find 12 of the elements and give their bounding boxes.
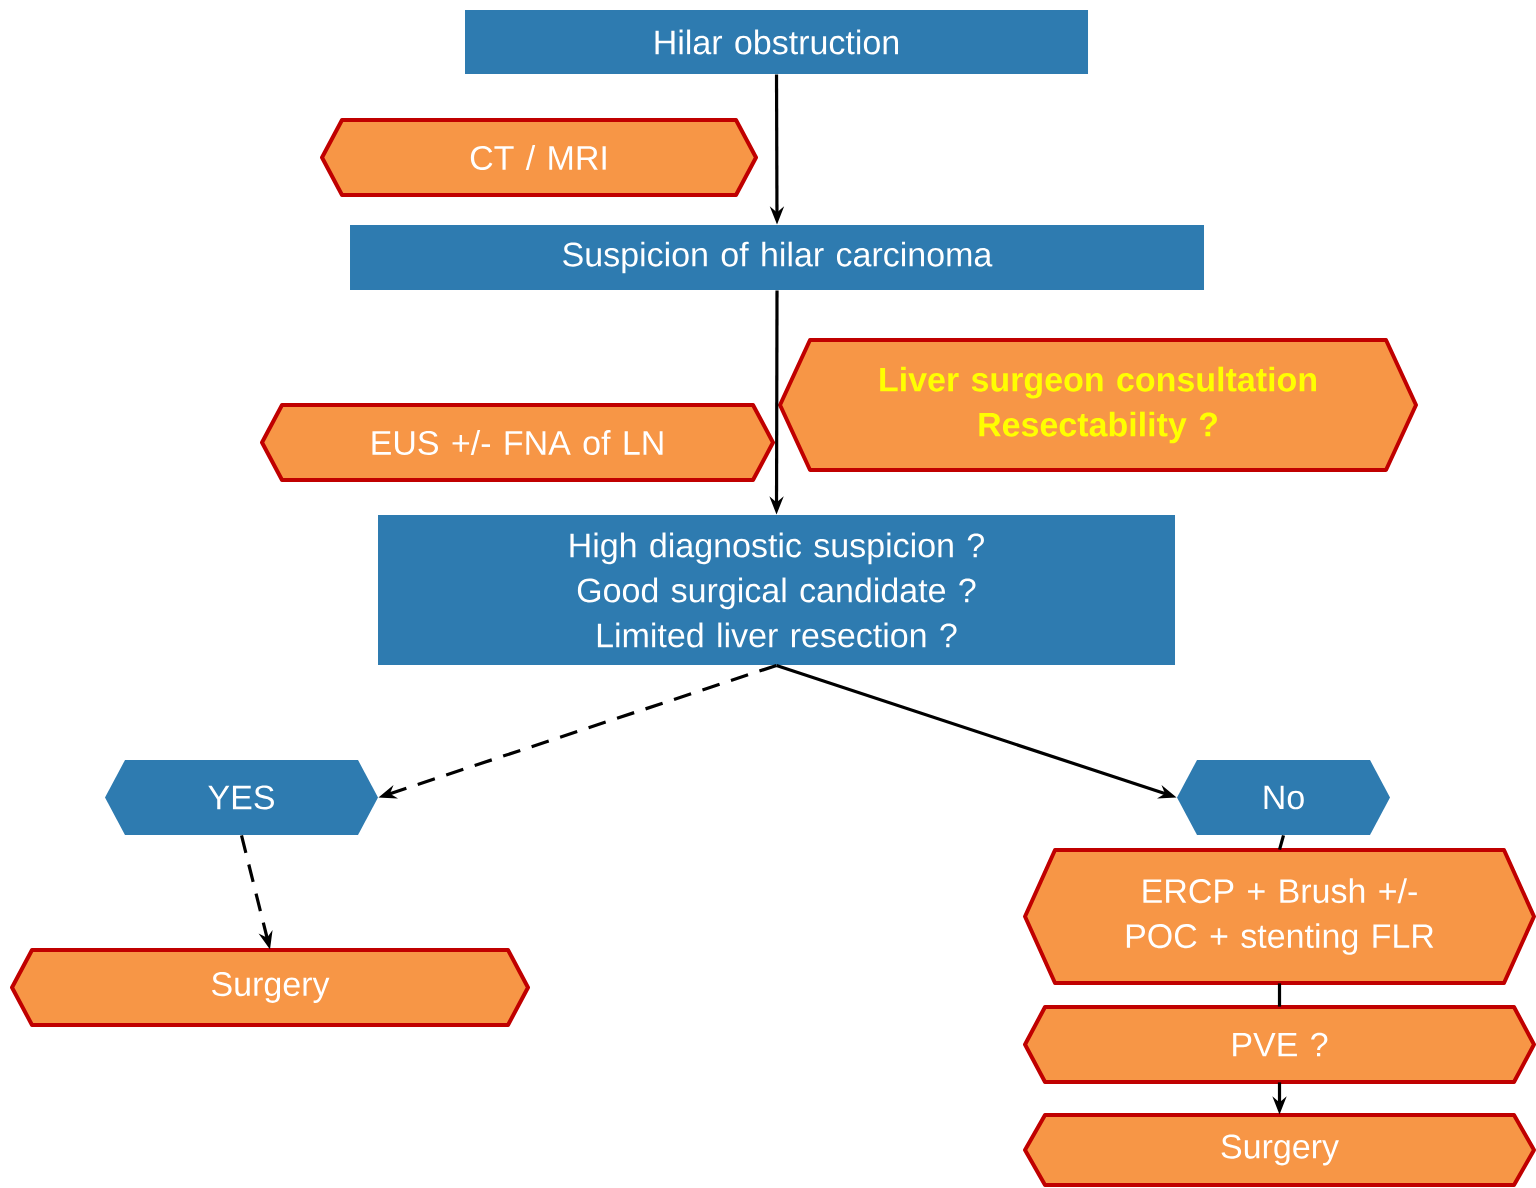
process-box: High diagnostic suspicion ? Good surgical candidate ? Limited liver resection ?	[378, 515, 1175, 665]
step-hexagon: Surgery	[10, 948, 530, 1027]
step-hexagon: ERCP + Brush +/- POC + stenting FLR	[1023, 848, 1536, 985]
decision-hexagon: YES	[105, 760, 378, 835]
decision-hexagon: No	[1177, 760, 1390, 835]
process-box: Suspicion of hilar carcinoma	[350, 225, 1204, 290]
step-hexagon: Surgery	[1023, 1113, 1536, 1187]
step-hexagon: CT / MRI	[320, 118, 758, 197]
step-hexagon: PVE ?	[1023, 1005, 1536, 1084]
step-hexagon: Liver surgeon consultation Resectability ?	[778, 338, 1418, 472]
step-hexagon: EUS +/- FNA of LN	[260, 403, 775, 482]
process-box: Hilar obstruction	[465, 10, 1088, 74]
